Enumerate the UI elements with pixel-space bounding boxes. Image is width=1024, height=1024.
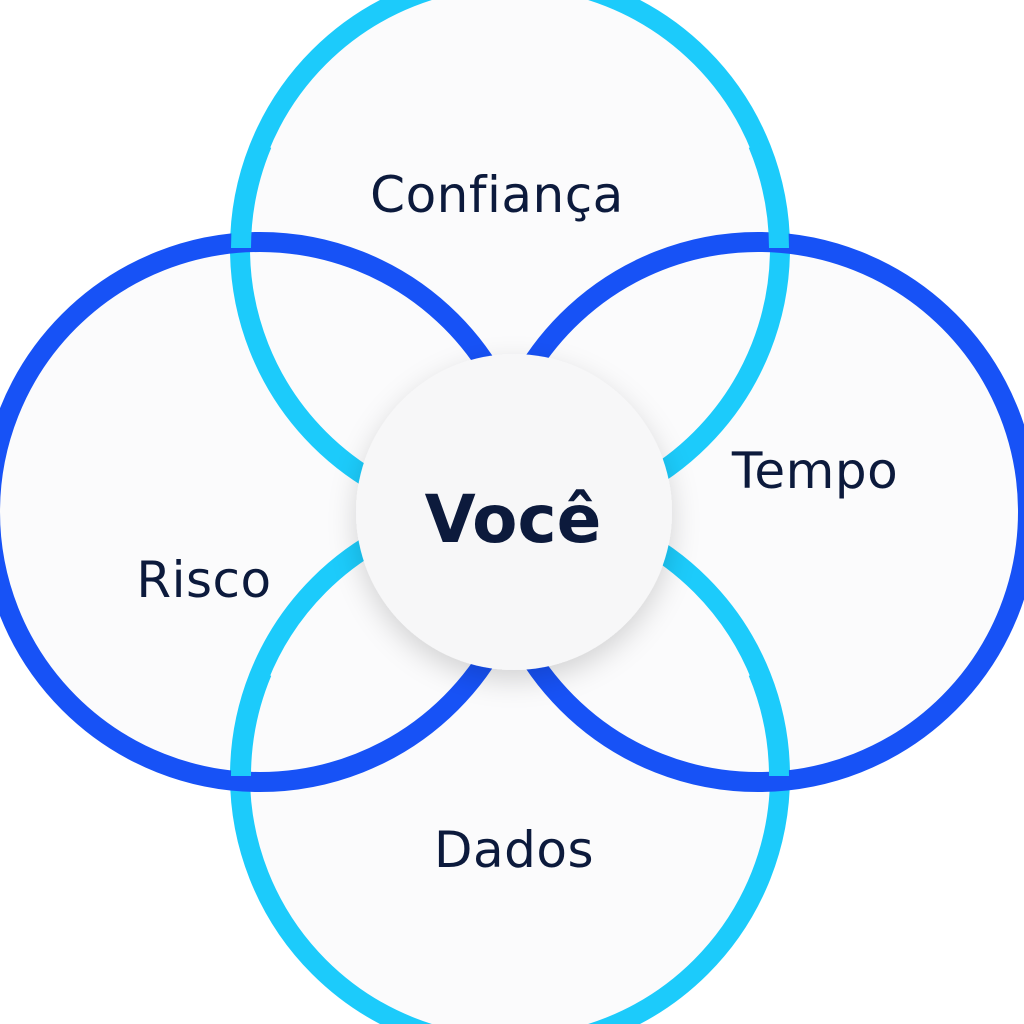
circle-bottom-overlap-arc-right bbox=[748, 668, 789, 777]
center-circle bbox=[356, 354, 672, 670]
label-confianca: Confiança bbox=[370, 166, 624, 224]
label-voce: Você bbox=[425, 481, 602, 558]
label-tempo: Tempo bbox=[731, 442, 898, 500]
circle-top-overlap-arc-left bbox=[231, 140, 272, 249]
circle-bottom-fill bbox=[240, 506, 780, 1024]
label-dados: Dados bbox=[434, 821, 594, 879]
circle-top-overlap-arc-right bbox=[748, 140, 789, 249]
label-risco: Risco bbox=[136, 551, 271, 609]
circle-bottom-overlap-arc-left bbox=[231, 668, 272, 777]
